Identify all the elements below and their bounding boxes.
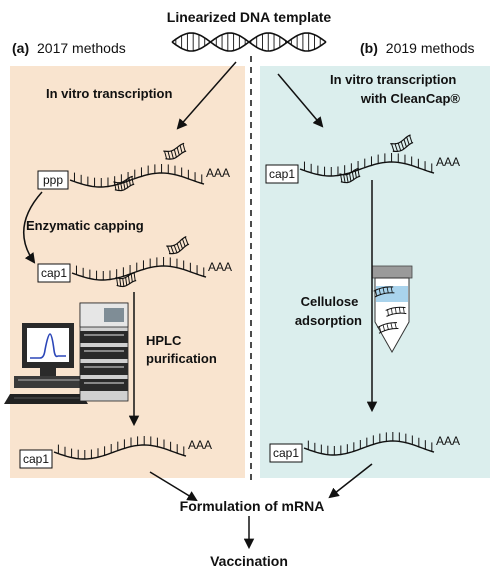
svg-text:cap1: cap1: [273, 446, 299, 460]
right-step-cellulose-line2: adsorption: [295, 313, 362, 328]
svg-text:cap1: cap1: [269, 167, 295, 181]
vaccination-label: Vaccination: [210, 553, 288, 569]
left-polya-3: AAA: [188, 438, 212, 452]
left-panel-heading: (a) 2017 methods: [12, 40, 126, 56]
left-step-hplc-line2: purification: [146, 351, 217, 366]
dsrna-byproduct: [163, 142, 187, 160]
left-mrna-purified: [53, 436, 187, 460]
dsrna-byproduct: [115, 272, 137, 288]
left-panel-label: 2017 methods: [37, 40, 126, 56]
svg-text:cap1: cap1: [41, 266, 67, 280]
left-cap1-tag-capped: cap1: [37, 263, 71, 283]
dsrna-byproduct: [166, 236, 190, 255]
dsrna-byproduct: [339, 167, 361, 184]
arrow-capping: [23, 191, 43, 264]
diagram-title: Linearized DNA template: [167, 9, 332, 25]
right-mrna-purified: [303, 432, 435, 456]
cellulose-tube-icon: [371, 265, 413, 354]
arrow-template-to-right: [277, 73, 324, 128]
dna-helix-icon: [171, 32, 327, 52]
left-polya-1: AAA: [206, 166, 230, 180]
right-cap1-tag-transcribed: cap1: [265, 164, 299, 184]
left-ppp-tag: ppp: [37, 170, 69, 190]
right-step-transcription-line1: In vitro transcription: [330, 72, 456, 87]
right-panel-label: 2019 methods: [386, 40, 475, 56]
left-mrna-capped: [71, 257, 207, 281]
right-panel-letter: (b): [360, 40, 378, 56]
left-step-capping: Enzymatic capping: [26, 218, 144, 233]
right-polya-1: AAA: [436, 155, 460, 169]
left-step-transcription: In vitro transcription: [46, 86, 172, 101]
right-polya-2: AAA: [436, 434, 460, 448]
left-step-hplc: HPLC purification: [146, 333, 217, 366]
computer-icon: [4, 323, 88, 404]
svg-text:ppp: ppp: [43, 173, 63, 187]
right-step-transcription-line2: with CleanCap®: [360, 91, 461, 106]
arrow-template-to-left: [176, 61, 237, 130]
hplc-instrument-icon: [79, 302, 129, 402]
left-cap1-tag-final: cap1: [19, 449, 53, 469]
left-panel-letter: (a): [12, 40, 29, 56]
right-panel-heading: (b) 2019 methods: [360, 40, 475, 56]
left-mrna-uncapped: [69, 164, 205, 188]
right-step-cellulose-line1: Cellulose: [301, 294, 359, 309]
right-step-cellulose: Cellulose adsorption: [295, 294, 362, 328]
arrow-right-to-formulation: [328, 463, 373, 499]
dsrna-byproduct: [113, 175, 135, 192]
left-step-hplc-line1: HPLC: [146, 333, 182, 348]
dsrna-byproduct: [390, 134, 414, 153]
arrow-left-to-formulation: [149, 471, 198, 502]
right-mrna-cleancap: [299, 153, 435, 177]
formulation-label: Formulation of mRNA: [180, 498, 325, 514]
left-polya-2: AAA: [208, 260, 232, 274]
svg-text:cap1: cap1: [23, 452, 49, 466]
right-cap1-tag-final: cap1: [269, 443, 303, 463]
right-step-transcription: In vitro transcription with CleanCap®: [330, 72, 460, 106]
